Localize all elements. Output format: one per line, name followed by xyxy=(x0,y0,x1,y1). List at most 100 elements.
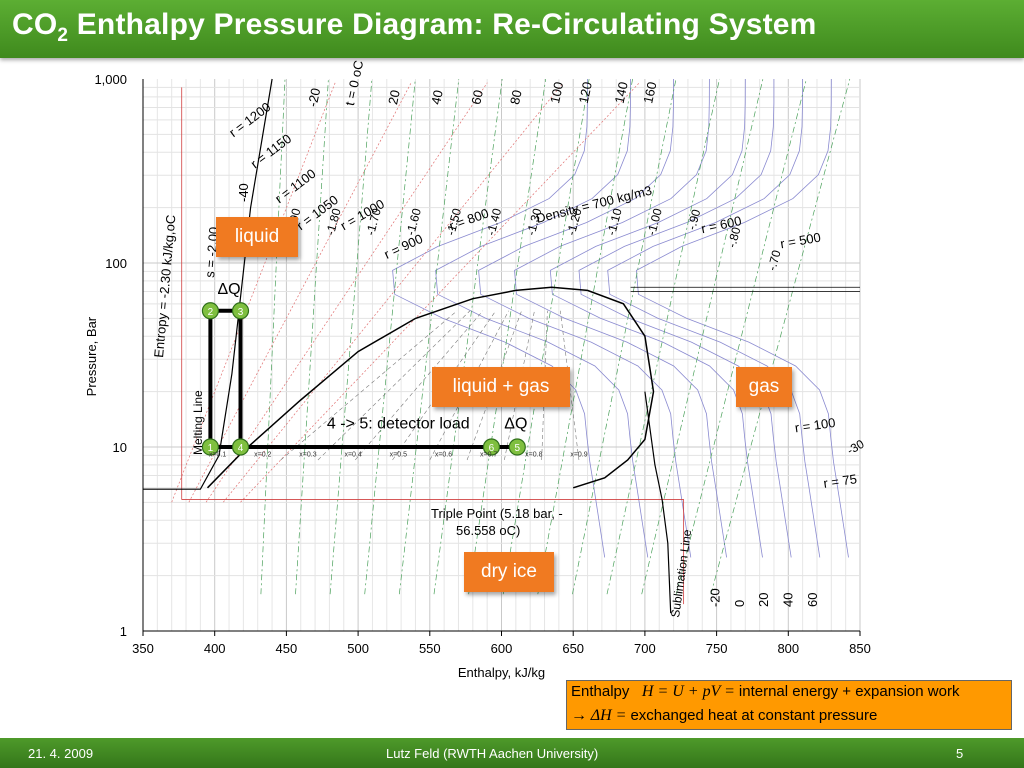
temperature-label: 80 xyxy=(507,89,525,106)
cycle-annotation-2: ΔQ xyxy=(504,416,527,433)
temperature-label: 60 xyxy=(468,89,486,106)
quality-line xyxy=(504,310,535,461)
isentrope-line xyxy=(468,78,547,595)
isentrope-line xyxy=(433,78,503,595)
y-tick-label: 1 xyxy=(120,624,127,639)
x-tick-label: 550 xyxy=(419,641,441,656)
temperature-label: -20 xyxy=(305,87,324,109)
temperature-label: 120 xyxy=(576,80,595,104)
temperature-bottom-label: 0 xyxy=(732,600,747,607)
y-tick-label: 10 xyxy=(113,440,127,455)
isentrope-line xyxy=(364,78,416,595)
x-tick-label: 650 xyxy=(562,641,584,656)
isentrope-line xyxy=(641,78,764,595)
quality-line xyxy=(317,310,471,461)
triple-point-line xyxy=(181,499,685,605)
x-tick-label: 450 xyxy=(276,641,298,656)
x-tick-label: 750 xyxy=(706,641,728,656)
temperature-label: 160 xyxy=(640,80,659,104)
cycle-annotation-1: 4 -> 5: detector load xyxy=(327,416,470,433)
region-gas: gas xyxy=(736,367,792,407)
minus40-label: -40 xyxy=(236,183,251,202)
x-tick-label: 850 xyxy=(849,641,871,656)
cycle-point-4 xyxy=(231,438,250,456)
isotherm-line xyxy=(549,78,763,558)
cycle-point-label-4: 4 xyxy=(238,443,244,454)
cycle-annotation-0: ΔQ xyxy=(217,281,240,298)
isentrope-line xyxy=(675,78,807,595)
temperature-label: 140 xyxy=(612,80,631,104)
entropy-label: -1.50 xyxy=(444,207,465,237)
quality-label: x=0.9 xyxy=(570,451,587,458)
isotherm-line xyxy=(392,78,606,558)
entropy-label: -1.60 xyxy=(403,207,424,237)
temperature-label: 100 xyxy=(547,80,566,104)
triple-point-label-2: 56.558 oC) xyxy=(456,523,520,538)
isochore-line xyxy=(171,82,336,503)
isentrope-line xyxy=(572,78,677,595)
entropy-label: -1.40 xyxy=(484,207,505,237)
temperature-bottom-label: 40 xyxy=(781,593,796,607)
density-label: r = 100 xyxy=(794,415,837,436)
temperature-label: 40 xyxy=(428,89,446,106)
footer-bar: 21. 4. 2009 Lutz Feld (RWTH Aachen Unive… xyxy=(0,738,1024,768)
isotherm-line xyxy=(514,78,727,558)
enthalpy-formula-box: Enthalpy H = U + pV = internal energy + … xyxy=(566,680,1012,730)
x-tick-label: 500 xyxy=(347,641,369,656)
entropy-label: -1.80 xyxy=(323,207,344,237)
entropy-label: -.80 xyxy=(725,225,744,249)
entropy-label: -.90 xyxy=(684,207,703,231)
isentrope-line xyxy=(502,78,590,595)
quality-label: x=0.8 xyxy=(525,451,542,458)
cycle-point-3 xyxy=(231,302,250,320)
quality-label: x=0.5 xyxy=(390,451,407,458)
x-tick-label: 400 xyxy=(204,641,226,656)
slide-title: CO2 Enthalpy Pressure Diagram: Re-Circul… xyxy=(12,8,817,46)
isochore-line xyxy=(205,82,488,503)
region-liquid: liquid xyxy=(216,217,298,257)
cycle-point-2 xyxy=(201,302,219,320)
entropy-label: -.70 xyxy=(765,248,784,272)
isentrope-line xyxy=(710,78,851,595)
temperature-label: t = 0 oC xyxy=(342,60,366,107)
quality-line xyxy=(355,310,484,461)
isentrope-line xyxy=(329,78,373,595)
density-label: r = 900 xyxy=(382,231,425,262)
temperature-bottom-label: 60 xyxy=(805,593,820,607)
temperature-bottom-label: -20 xyxy=(707,588,722,607)
quality-label: x=0.7 xyxy=(480,451,497,458)
title-bar: CO2 Enthalpy Pressure Diagram: Re-Circul… xyxy=(0,0,1024,58)
isochore-line xyxy=(188,82,412,503)
entropy-label: -1.30 xyxy=(524,207,545,237)
melting-line xyxy=(143,78,273,490)
entropy-label: -1.00 xyxy=(644,207,665,237)
quality-label: x=0.1 xyxy=(209,451,226,458)
cycle-point-1 xyxy=(201,438,219,456)
isolines xyxy=(143,78,860,614)
cycle-point-6 xyxy=(482,438,501,456)
x-tick-label: 350 xyxy=(132,641,154,656)
y-tick-label: 100 xyxy=(105,256,127,271)
entropy-label: -1.70 xyxy=(363,207,384,237)
cycle-point-label-6: 6 xyxy=(489,443,495,454)
isotherm-line xyxy=(435,79,649,558)
triple-point-label-1: Triple Point (5.18 bar, - xyxy=(431,506,563,521)
cycle-point-label-2: 2 xyxy=(208,307,214,318)
footer-author: Lutz Feld (RWTH Aachen University) xyxy=(386,746,599,761)
footer-page: 5 xyxy=(956,746,964,761)
x-axis-label: Enthalpy, kJ/kg xyxy=(458,665,545,680)
y-tick-label: 1,000 xyxy=(94,72,127,87)
cycle-point-label-5: 5 xyxy=(514,443,520,454)
isotherm-line xyxy=(607,78,821,558)
quality-line xyxy=(392,310,497,461)
quality-line xyxy=(541,310,548,460)
isochore-line xyxy=(240,82,640,503)
quality-label: x=0.6 xyxy=(435,451,452,458)
entropy-label: -1.10 xyxy=(604,207,625,237)
isentrope-line xyxy=(537,78,633,595)
region-dry-ice: dry ice xyxy=(464,552,554,592)
isotherm-line xyxy=(635,78,849,558)
